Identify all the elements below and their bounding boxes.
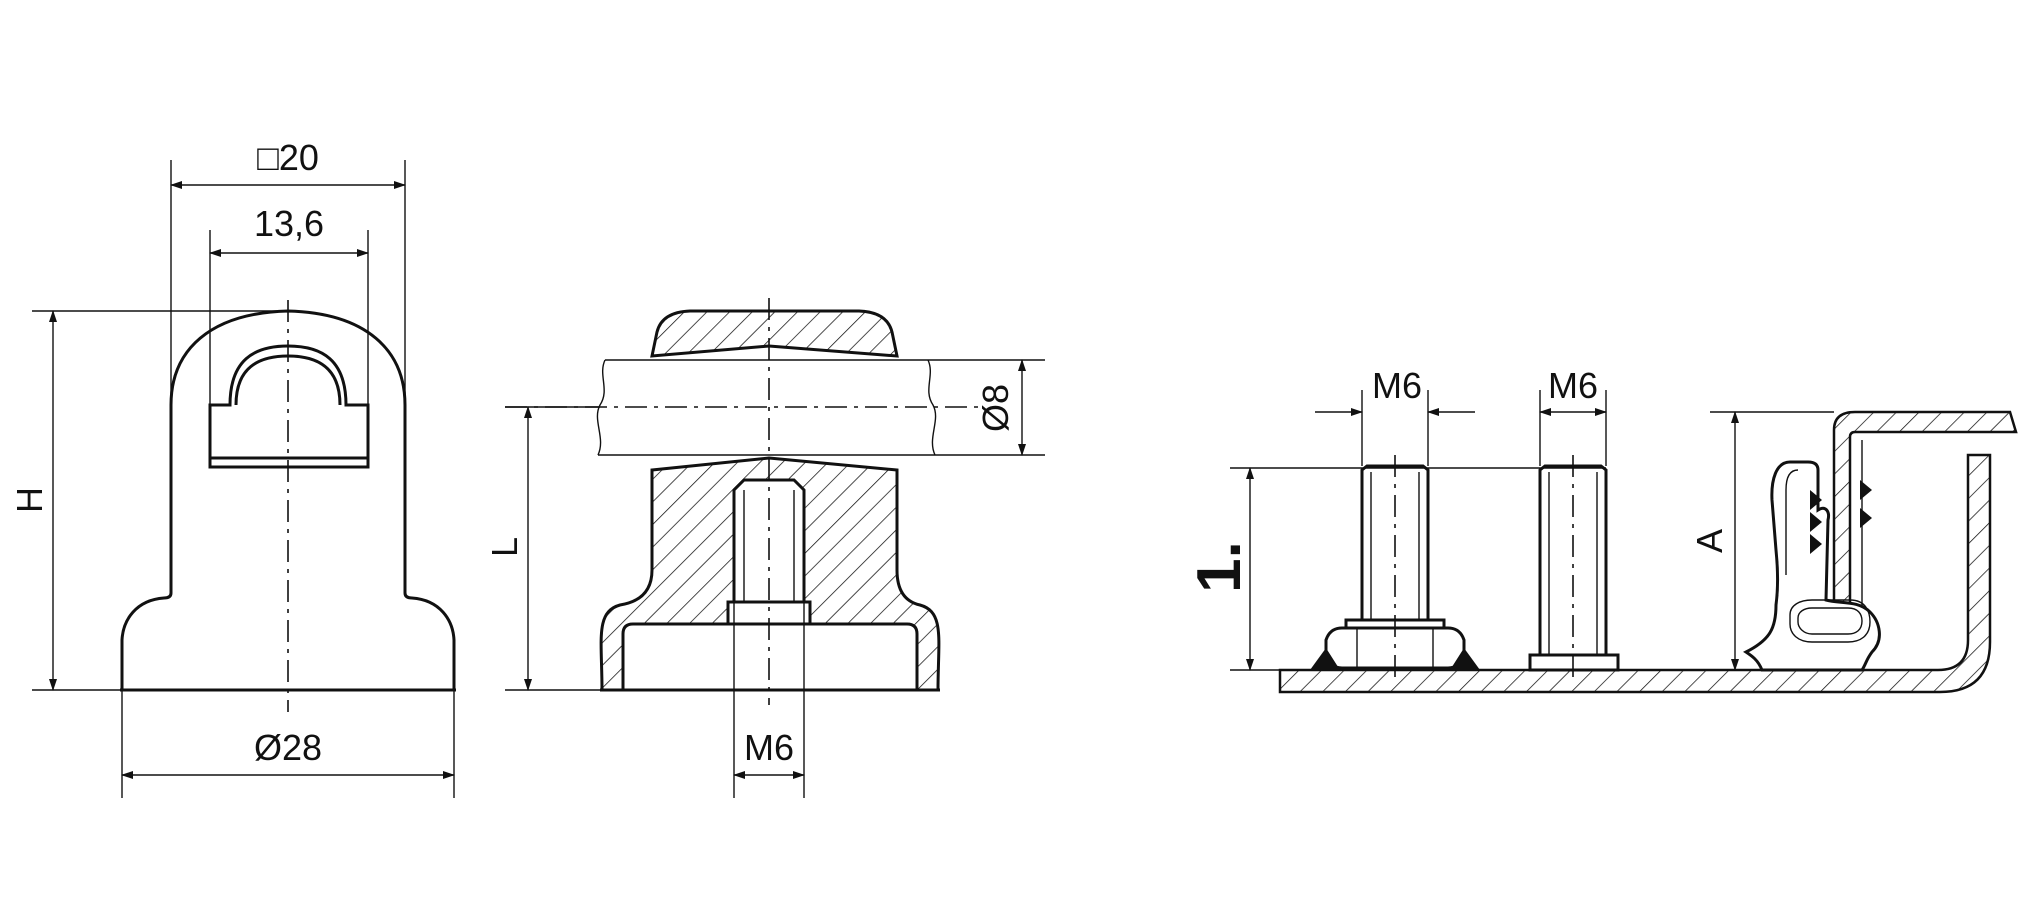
stud-1-adhesive-left [1310, 648, 1340, 670]
front-view: □20 13,6 H Ø28 [9, 137, 456, 798]
dimension-a-label: A [1689, 529, 1730, 553]
thread-section-label: M6 [744, 727, 794, 768]
thread-stud-2-label: M6 [1548, 365, 1598, 406]
edge-profile [1743, 460, 1881, 672]
stud-2-base [1528, 653, 1620, 672]
front-view-slot [208, 344, 370, 469]
section-cap [650, 309, 899, 358]
step-marker-label: 1. [1185, 541, 1254, 593]
base-diameter-label: Ø28 [254, 727, 322, 768]
square-width-label: □20 [257, 137, 319, 178]
section-view: L Ø8 M6 [484, 298, 1045, 798]
section-base-insert [621, 622, 919, 692]
pin-break [596, 359, 606, 456]
mounting-plate [1278, 453, 1992, 694]
length-label: L [484, 537, 525, 557]
slot-width-label: 13,6 [254, 203, 324, 244]
thread-stud-1-label: M6 [1372, 365, 1422, 406]
stud-1-adhesive-right [1450, 648, 1480, 670]
mounting-flange [1832, 410, 2018, 672]
pin-diameter-label: Ø8 [975, 384, 1016, 432]
height-label: H [9, 487, 50, 513]
mounting-view: M6 M6 1. A [1185, 365, 2018, 694]
